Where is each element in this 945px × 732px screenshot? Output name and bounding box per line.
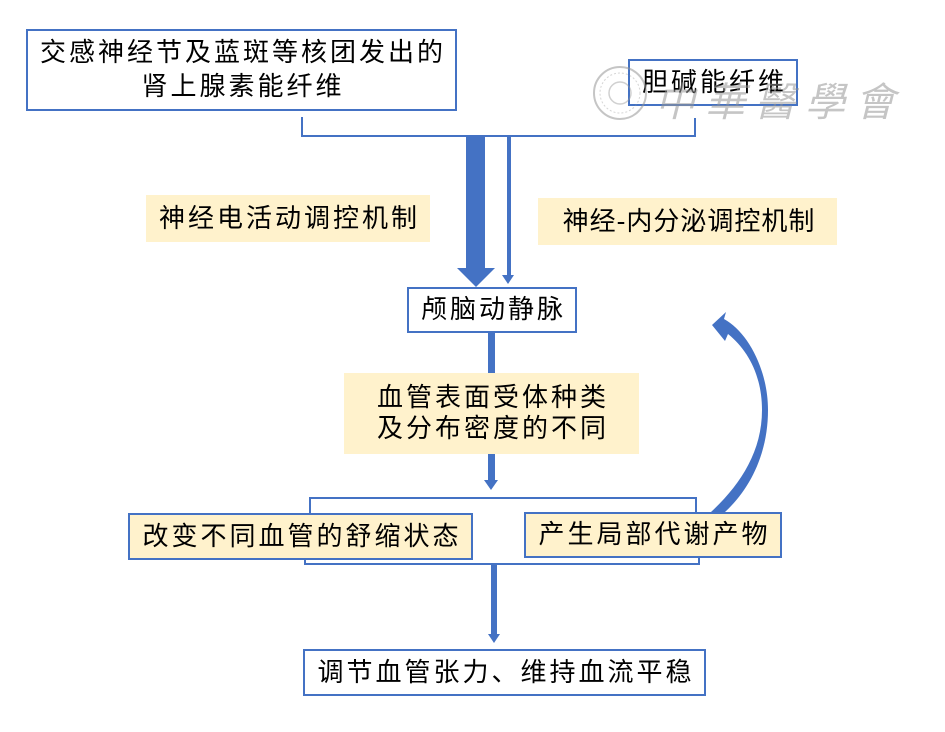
annotation-neural-electrical: 神经电活动调控机制	[146, 195, 430, 242]
node-vasomotor-change: 改变不同血管的舒缩状态	[128, 513, 473, 560]
node-cholinergic-fibers: 胆碱能纤维	[628, 59, 798, 106]
thin-arrow-neuroendocrine	[502, 135, 514, 284]
node-cranial-vessels-label: 颅脑动静脉	[420, 295, 566, 325]
node-local-metabolites-label: 产生局部代谢产物	[538, 520, 771, 550]
curved-feedback-arrow	[711, 312, 768, 512]
annotation-receptor: 血管表面受体种类 及分布密度的不同	[344, 373, 639, 454]
node-adrenergic-fibers-line2: 肾上腺素能纤维	[141, 72, 345, 102]
node-cholinergic-fibers-label: 胆碱能纤维	[641, 67, 787, 98]
annotation-receptor-line1: 血管表面受体种类	[376, 382, 609, 413]
node-vasomotor-change-label: 改变不同血管的舒缩状态	[142, 521, 462, 552]
annotation-neuroendocrine: 神经-内分泌调控机制	[538, 198, 837, 245]
connector-vessels-to-receptor	[488, 333, 495, 373]
node-adrenergic-fibers-line1: 交感神经节及蓝斑等核团发出的	[39, 38, 446, 68]
arrow-effects-to-outcome	[488, 564, 500, 643]
node-adrenergic-fibers: 交感神经节及蓝斑等核团发出的 肾上腺素能纤维	[26, 29, 457, 111]
thick-arrow-neural-electrical	[457, 135, 495, 287]
annotation-neuroendocrine-text: 神经-内分泌调控机制	[562, 206, 816, 237]
effects-top-bracket	[309, 497, 697, 513]
annotation-neural-electrical-text: 神经电活动调控机制	[158, 203, 420, 234]
top-bracket-connector	[301, 117, 696, 137]
arrow-receptor-to-effects	[484, 454, 498, 490]
node-cranial-vessels: 颅脑动静脉	[407, 287, 577, 333]
node-outcome: 调节血管张力、维持血流平稳	[303, 649, 706, 696]
effects-bottom-bracket	[304, 558, 700, 565]
annotation-receptor-line2: 及分布密度的不同	[376, 413, 609, 444]
node-outcome-label: 调节血管张力、维持血流平稳	[317, 657, 695, 688]
node-local-metabolites: 产生局部代谢产物	[524, 512, 782, 558]
